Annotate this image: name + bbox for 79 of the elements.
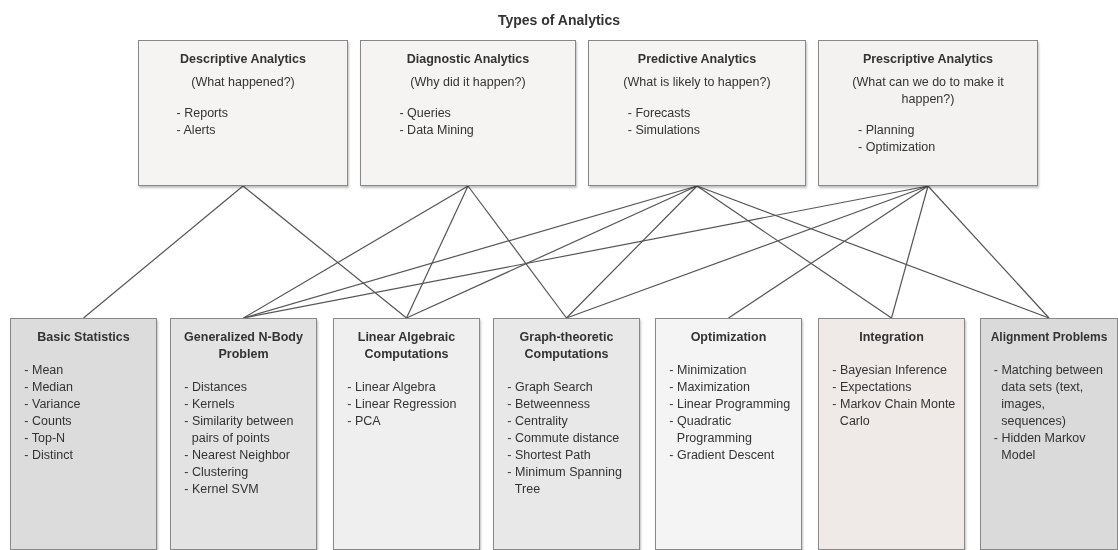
computation-class-box	[10, 318, 157, 550]
box-question: (Why did it happen?)	[409, 74, 527, 91]
connector-line	[405, 185, 698, 319]
list-item: - Matching between data sets (text, images, sequences)	[992, 362, 1104, 430]
list-item: - Linear Regression	[346, 396, 458, 413]
list-item: - Counts	[23, 413, 73, 430]
list-item: - Data Mining	[398, 122, 475, 139]
list-item: - Linear Algebra	[346, 379, 437, 396]
computation-class-box	[818, 318, 965, 550]
list-item: - Minimization	[668, 362, 748, 379]
connector-line	[565, 185, 698, 319]
list-item: - Reports	[175, 105, 229, 122]
list-item: - Minimum Spanning Tree	[506, 464, 623, 498]
list-item: - Quadratic Programming	[668, 413, 753, 447]
list-item: - Kernel SVM	[183, 481, 260, 498]
list-item: - Queries	[398, 105, 452, 122]
box-question: (What happened?)	[190, 74, 296, 91]
list-item: - Forecasts	[626, 105, 692, 122]
connector-line	[467, 185, 568, 319]
list-item: - Nearest Neighbor	[183, 447, 291, 464]
list-item: - Maximization	[668, 379, 751, 396]
connector-line	[890, 185, 929, 319]
connector-line	[565, 185, 929, 319]
list-item: - Planning	[857, 122, 916, 139]
connector-line	[405, 185, 469, 319]
box-heading: Descriptive Analytics	[179, 51, 307, 68]
box-heading: Diagnostic Analytics	[405, 51, 531, 68]
box-heading: Basic Statistics	[36, 329, 131, 346]
box-heading: Alignment Problems	[989, 329, 1109, 346]
list-item: - Centrality	[506, 413, 569, 430]
list-item: - Linear Programming	[668, 396, 792, 413]
box-heading: Generalized N-Body Problem	[183, 329, 304, 363]
connector-line	[696, 185, 1050, 319]
list-item: - Commute distance	[506, 430, 621, 447]
computation-class-box	[655, 318, 802, 550]
connector-line	[927, 185, 1050, 319]
list-item: - Gradient Descent	[668, 447, 776, 464]
list-item: - Distinct	[23, 447, 74, 464]
box-heading: Linear Algebraic Computations	[356, 329, 457, 363]
analytics-type-box	[588, 40, 806, 186]
list-item: - Hidden Markov Model	[992, 430, 1087, 464]
connector-line	[242, 185, 469, 319]
box-heading: Integration	[858, 329, 925, 346]
connector-line	[696, 185, 893, 319]
computation-class-box	[493, 318, 640, 550]
list-item: - Variance	[23, 396, 82, 413]
list-item: - Similarity between pairs of points	[183, 413, 295, 447]
list-item: - Kernels	[183, 396, 236, 413]
computation-class-box	[980, 318, 1118, 550]
computation-class-box	[170, 318, 317, 550]
list-item: - Median	[23, 379, 74, 396]
list-item: - Markov Chain Monte Carlo	[831, 396, 957, 430]
box-heading: Graph-theoretic Computations	[518, 329, 615, 363]
box-heading: Predictive Analytics	[636, 51, 758, 68]
list-item: - Optimization	[857, 139, 937, 156]
list-item: - Distances	[183, 379, 248, 396]
analytics-type-box	[138, 40, 348, 186]
list-item: - PCA	[346, 413, 382, 430]
connector-line	[242, 185, 408, 319]
box-question: (What can we do to make it happen?)	[851, 74, 1005, 108]
list-item: - Bayesian Inference	[831, 362, 948, 379]
list-item: - Mean	[23, 362, 65, 379]
list-item: - Alerts	[175, 122, 217, 139]
list-item: - Clustering	[183, 464, 250, 481]
list-item: - Expectations	[831, 379, 913, 396]
list-item: - Simulations	[626, 122, 702, 139]
diagram-title: Types of Analytics	[496, 12, 622, 28]
connector-line	[727, 185, 929, 319]
connector-line	[82, 185, 244, 319]
analytics-type-box	[818, 40, 1038, 186]
list-item: - Betweenness	[506, 396, 592, 413]
analytics-type-box	[360, 40, 576, 186]
list-item: - Graph Search	[506, 379, 594, 396]
box-heading: Prescriptive Analytics	[861, 51, 995, 68]
list-item: - Shortest Path	[506, 447, 592, 464]
list-item: - Top-N	[23, 430, 67, 447]
computation-class-box	[333, 318, 480, 550]
box-heading: Optimization	[689, 329, 768, 346]
box-question: (What is likely to happen?)	[622, 74, 772, 91]
